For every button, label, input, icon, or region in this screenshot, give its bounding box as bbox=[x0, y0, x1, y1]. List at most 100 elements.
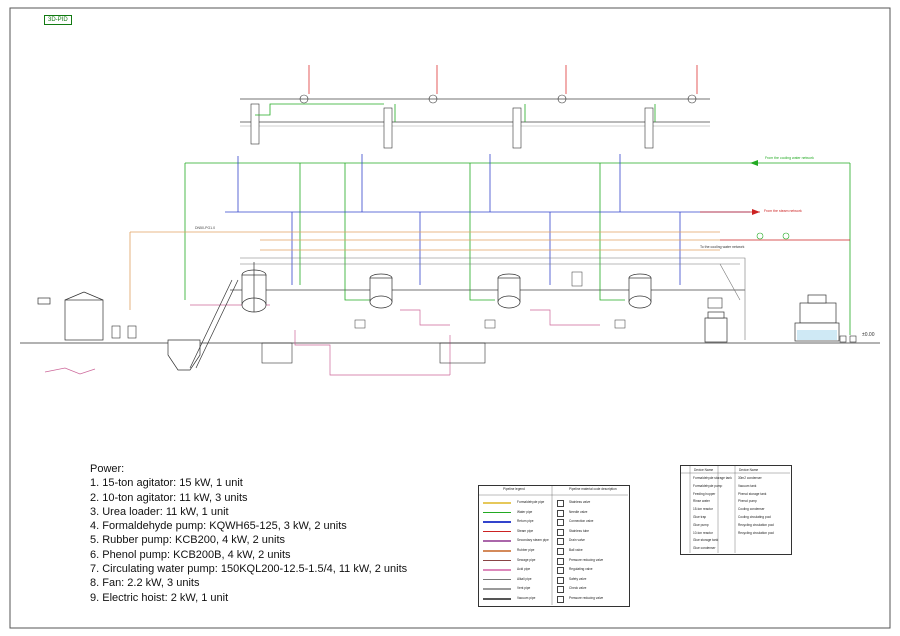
equipment-item: Glue trap bbox=[693, 515, 707, 519]
legend-pipe-label: Vacuum pipe bbox=[517, 596, 536, 600]
legend-fitting-label: Check valve bbox=[569, 586, 587, 591]
equipment-item: Phenol pump bbox=[738, 499, 757, 504]
equipment-item: Vacuum tank bbox=[738, 483, 757, 488]
secondary-steam-lines bbox=[44, 304, 600, 376]
pipeline-legend-table: Pipeline legend Pipeline material code de… bbox=[478, 485, 630, 607]
legend-fitting-label: Needle valve bbox=[569, 509, 588, 514]
legend-fitting-symbol-icon bbox=[557, 528, 564, 536]
collection-pits bbox=[261, 342, 486, 364]
legend-fitting-label: Ball valve bbox=[569, 548, 583, 552]
equipment-item: Formaldehyde storage tank bbox=[693, 476, 732, 480]
legend-fitting-symbol-icon bbox=[557, 576, 564, 584]
formaldehyde-lines bbox=[129, 231, 720, 310]
legend-grid bbox=[478, 485, 628, 605]
equipment-column-header: Device Name bbox=[694, 468, 714, 472]
sheet-tag: 3D-PID bbox=[44, 15, 72, 25]
steam-trap-icons bbox=[756, 232, 790, 240]
legend-pipe-label: Rubber pipe bbox=[517, 548, 535, 552]
legend-fitting-label: Stainless valve bbox=[569, 500, 591, 504]
equipment-item: 10-ton reactor bbox=[693, 530, 713, 535]
legend-fitting-symbol-icon bbox=[557, 509, 564, 517]
recycling-pumps bbox=[839, 335, 857, 343]
equipment-item: Glue storage tank bbox=[693, 538, 719, 543]
legend-pipe-swatch bbox=[483, 578, 511, 581]
legend-pipe-swatch bbox=[483, 540, 511, 542]
legend-pipe-label: Vent pipe bbox=[517, 586, 531, 591]
equipment-item: Cooling circulating pool bbox=[738, 515, 771, 519]
equipment-item: 15-ton reactor bbox=[693, 507, 713, 512]
equipment-item: Feeding hopper bbox=[693, 491, 716, 496]
equipment-item: Cooling condenser bbox=[738, 507, 765, 512]
legend-fitting-symbol-icon bbox=[557, 519, 564, 527]
legend-fitting-symbol-icon bbox=[557, 596, 564, 603]
cw-supply-label: From the cooling water network bbox=[765, 156, 814, 160]
legend-pipe-swatch bbox=[483, 550, 511, 552]
power-item: 8. Fan: 2.2 kW, 3 units bbox=[90, 577, 200, 590]
legend-fitting-symbol-icon bbox=[557, 500, 564, 507]
power-item: 7. Circulating water pump: 150KQL200-12.… bbox=[90, 563, 408, 576]
legend-fitting-label: Regulating valve bbox=[569, 567, 593, 572]
legend-fitting-label: Pressure reducing valve bbox=[569, 557, 604, 562]
power-item: 4. Formaldehyde pump: KQWH65-125, 3 kW, … bbox=[90, 520, 347, 533]
cw-return-label: To the cooling water network bbox=[700, 245, 745, 249]
steam-arrow bbox=[752, 209, 760, 215]
legend-pipe-label: Water pipe bbox=[517, 509, 533, 514]
legend-pipe-label: Sewage pipe bbox=[517, 557, 536, 562]
legend-pipe-swatch bbox=[483, 588, 511, 590]
legend-pipe-swatch bbox=[483, 569, 511, 571]
vent-stacks bbox=[308, 65, 698, 94]
legend-pipe-swatch bbox=[483, 598, 511, 600]
power-item: 3. Urea loader: 11 kW, 1 unit bbox=[90, 505, 229, 518]
formaldehyde-pumps bbox=[111, 325, 137, 339]
legend-pipeline-header: Pipeline legend bbox=[503, 487, 525, 491]
legend-pipe-swatch bbox=[483, 559, 511, 562]
elevation-label: ±0.00 bbox=[862, 332, 875, 338]
equipment-item: Rinse water bbox=[693, 499, 710, 504]
legend-fitting-header: Pipeline material code description bbox=[569, 487, 617, 491]
equipment-grid bbox=[680, 465, 790, 553]
power-item: 9. Electric hoist: 2 kW, 1 unit bbox=[90, 591, 229, 604]
circulation-pool bbox=[794, 294, 840, 342]
reactors-10t bbox=[369, 273, 652, 309]
legend-fitting-symbol-icon bbox=[557, 567, 564, 575]
legend-fitting-symbol-icon bbox=[557, 548, 564, 555]
legend-fitting-label: Stainless tube bbox=[569, 528, 590, 533]
equipment-item: Recycling circulation pool bbox=[738, 530, 774, 535]
glue-pumps bbox=[354, 271, 626, 329]
equipment-item: 30m2 condenser bbox=[738, 476, 762, 480]
legend-fitting-symbol-icon bbox=[557, 557, 564, 565]
equipment-item: Formaldehyde pump bbox=[693, 483, 723, 488]
power-item: 2. 10-ton agitator: 11 kW, 3 units bbox=[90, 491, 248, 504]
equipment-column-header: Device Name bbox=[739, 468, 759, 472]
power-title: Power: bbox=[90, 463, 125, 475]
power-list: Power: 1. 15-ton agitator: 15 kW, 1 unit… bbox=[90, 462, 407, 605]
legend-pipe-swatch bbox=[483, 511, 511, 514]
legend-fitting-label: Connection valve bbox=[569, 519, 594, 524]
legend-fitting-label: Safety valve bbox=[569, 576, 587, 581]
power-item: 5. Rubber pump: KCB200, 4 kW, 2 units bbox=[90, 534, 286, 547]
steam-lines bbox=[700, 211, 850, 241]
legend-pipe-label: Steam pipe bbox=[517, 528, 534, 533]
return-lines bbox=[225, 154, 750, 285]
cw-supply-arrow bbox=[750, 160, 758, 166]
vacuum-tank bbox=[707, 297, 723, 309]
legend-pipe-label: Secondary steam pipe bbox=[517, 538, 549, 543]
legend-pipe-label: Alkali pipe bbox=[517, 576, 532, 581]
equipment-item: Recycling circulation pool bbox=[738, 522, 774, 527]
legend-pipe-swatch bbox=[483, 502, 511, 504]
condensers bbox=[250, 103, 654, 149]
equipment-item: Glue condenser bbox=[693, 546, 716, 551]
sheet-border bbox=[9, 7, 891, 629]
equipment-item: Phenol storage tank bbox=[738, 491, 767, 496]
glue-storage-tank bbox=[704, 311, 728, 343]
feeding-hopper bbox=[167, 279, 239, 371]
formaldehyde-storage-tank bbox=[37, 291, 104, 341]
reactor-15t bbox=[241, 262, 267, 313]
power-item: 1. 15-ton agitator: 15 kW, 1 unit bbox=[90, 477, 243, 490]
legend-pipe-label: Formaldehyde pipe bbox=[517, 500, 545, 504]
legend-fitting-symbol-icon bbox=[557, 586, 564, 594]
cooling-water-lines bbox=[184, 103, 851, 335]
equipment-item: Glue pump bbox=[693, 522, 709, 527]
